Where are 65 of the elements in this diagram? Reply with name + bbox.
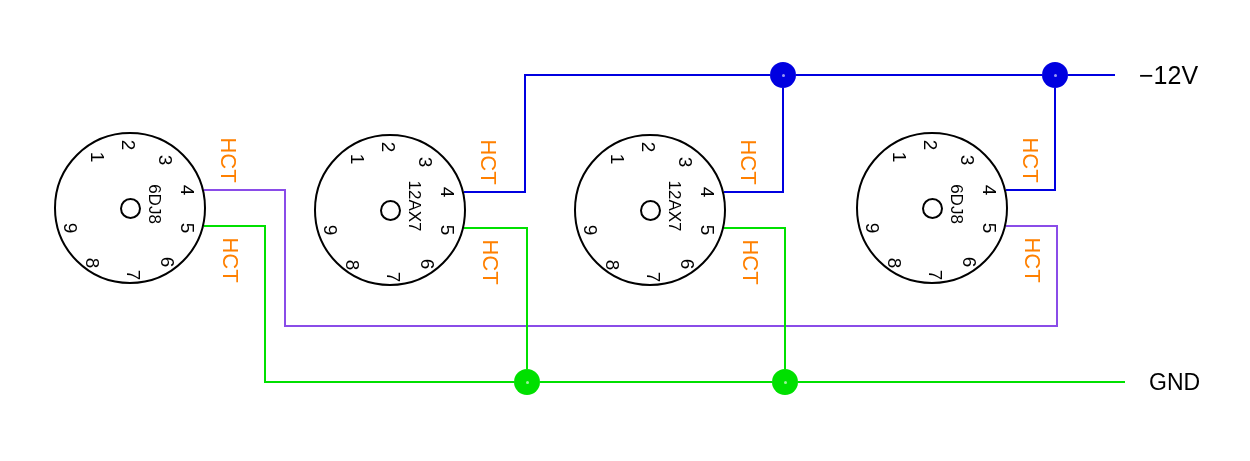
- pin-number: 2: [378, 141, 398, 153]
- pin-number: 9: [60, 222, 80, 234]
- pin-number: 3: [957, 154, 977, 166]
- pin-number: 6: [959, 256, 979, 268]
- pin-number: 8: [602, 259, 622, 271]
- wire: [797, 381, 1126, 383]
- pin-function-label: HCT: [219, 237, 241, 283]
- pin-number: 1: [87, 151, 107, 163]
- pin-number: 7: [925, 269, 945, 281]
- pin-number: 3: [415, 156, 435, 168]
- tube-socket: [54, 132, 206, 284]
- pin-number: 7: [643, 271, 663, 283]
- pin-number: 4: [697, 186, 717, 198]
- pin-number: 8: [884, 257, 904, 269]
- wire: [1067, 74, 1116, 76]
- pin-number: 7: [123, 269, 143, 281]
- pin-number: 2: [638, 141, 658, 153]
- pin-number: 1: [347, 153, 367, 165]
- pin-number: 9: [320, 224, 340, 236]
- pin-number: 5: [437, 224, 457, 236]
- wire: [203, 189, 1058, 327]
- pin-function-label: HCT: [737, 139, 759, 185]
- pin-number: 2: [118, 139, 138, 151]
- wire: [463, 227, 528, 370]
- power-rail-label: −12V: [1115, 62, 1199, 88]
- pin-number: 3: [155, 154, 175, 166]
- pin-number: 6: [677, 258, 697, 270]
- pin-number: 6: [157, 256, 177, 268]
- pin-function-label: HCT: [479, 239, 501, 285]
- tube-type-label: 6DJ8: [145, 184, 163, 224]
- pin-number: 5: [177, 222, 197, 234]
- pin-number: 8: [82, 257, 102, 269]
- pin-number: 4: [979, 184, 999, 196]
- pin-number: 4: [177, 184, 197, 196]
- wire: [203, 225, 515, 383]
- wire: [723, 227, 786, 370]
- pin-number: 7: [383, 271, 403, 283]
- pin-function-label: HCT: [217, 137, 239, 183]
- pin-number: 9: [580, 224, 600, 236]
- pin-function-label: HCT: [1019, 137, 1041, 183]
- pin-function-label: HCT: [1021, 237, 1043, 283]
- pin-number: 4: [437, 186, 457, 198]
- pin-number: 8: [342, 259, 362, 271]
- wire: [795, 74, 1043, 76]
- tube-type-label: 12AX7: [665, 180, 683, 232]
- wire: [463, 74, 771, 193]
- wire: [539, 381, 773, 383]
- pin-number: 3: [675, 156, 695, 168]
- tube-type-label: 12AX7: [405, 180, 423, 232]
- wire: [723, 87, 784, 193]
- tube-socket: [856, 132, 1008, 284]
- pin-number: 1: [889, 151, 909, 163]
- pin-number: 1: [607, 153, 627, 165]
- wire: [1005, 87, 1056, 191]
- tube-type-label: 6DJ8: [947, 184, 965, 224]
- pin-function-label: HCT: [477, 139, 499, 185]
- pin-function-label: HCT: [739, 239, 761, 285]
- pin-number: 5: [697, 224, 717, 236]
- tube-socket: [574, 134, 726, 286]
- pin-number: 5: [979, 222, 999, 234]
- pin-number: 6: [417, 258, 437, 270]
- pin-number: 2: [920, 139, 940, 151]
- pin-number: 9: [862, 222, 882, 234]
- tube-socket: [314, 134, 466, 286]
- power-rail-label: GND: [1125, 370, 1201, 394]
